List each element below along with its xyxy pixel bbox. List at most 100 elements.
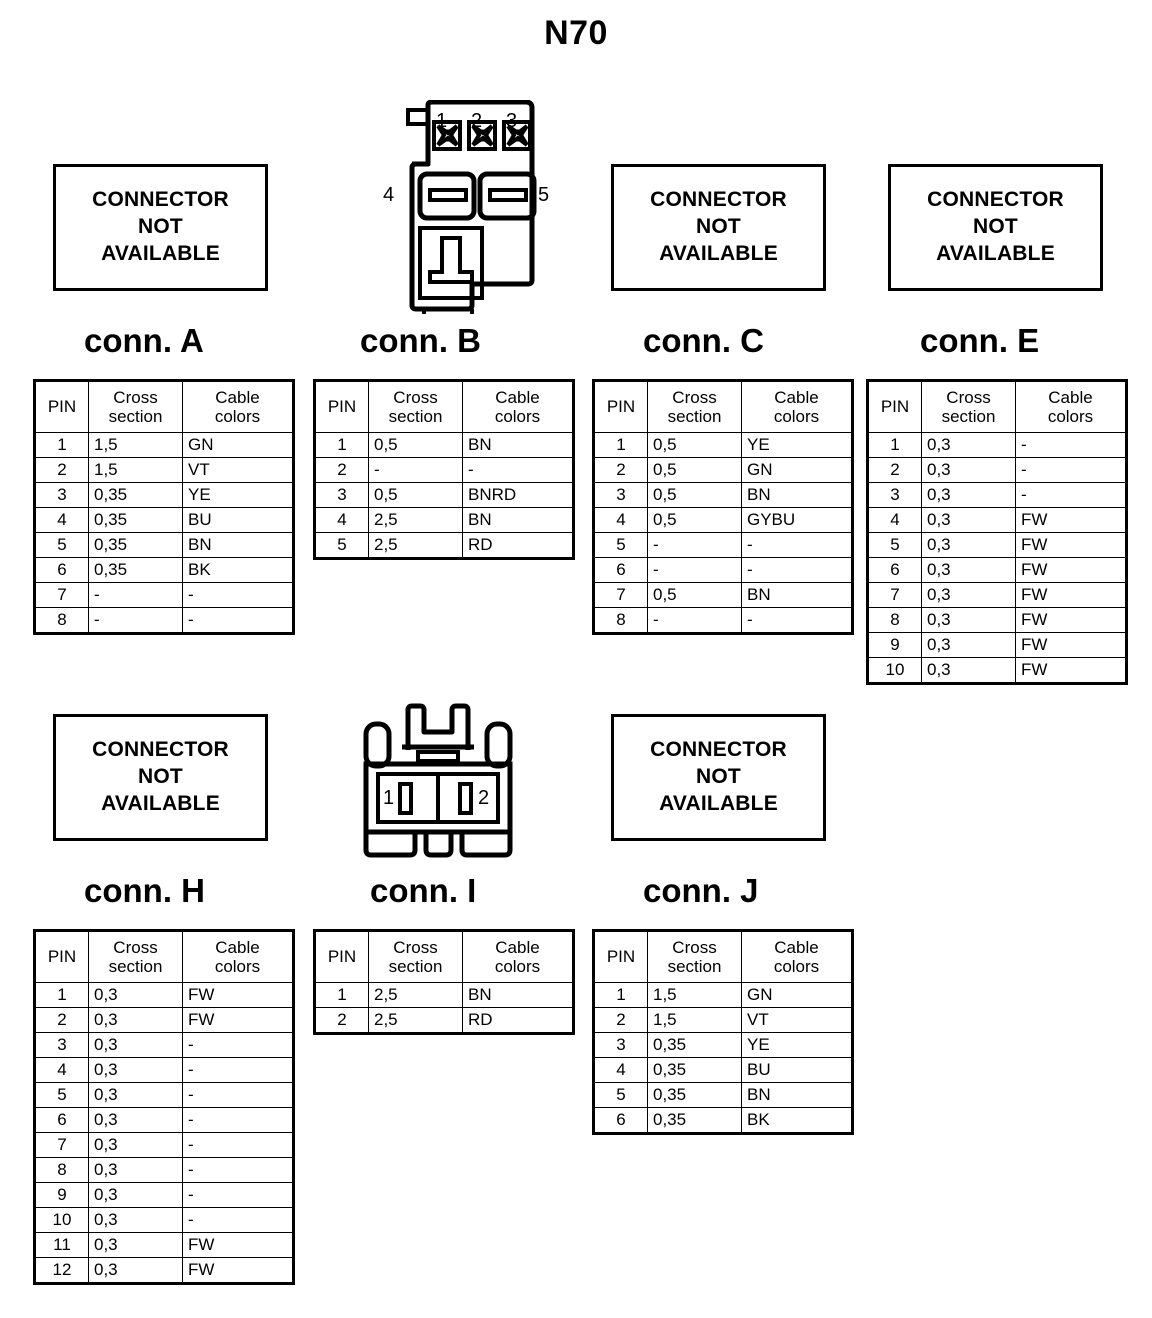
cell-cable-colors: - bbox=[1015, 432, 1127, 458]
cell-cable-colors: FW bbox=[1015, 657, 1127, 684]
cell-pin: 3 bbox=[34, 1032, 89, 1058]
cell-cable-colors: - bbox=[741, 557, 853, 583]
connector-not-available-box-j: CONNECTOR NOT AVAILABLE bbox=[611, 714, 826, 841]
cell-cross-section: 0,3 bbox=[88, 1157, 183, 1183]
cell-pin: 7 bbox=[34, 582, 89, 608]
table-row: 6-- bbox=[593, 557, 853, 583]
cell-cross-section: 0,3 bbox=[88, 1032, 183, 1058]
connector-b-pin-label-5: 5 bbox=[538, 184, 550, 206]
cna-line-2: NOT bbox=[696, 765, 741, 789]
cell-cross-section: 0,3 bbox=[921, 582, 1016, 608]
cell-cross-section: 0,3 bbox=[921, 482, 1016, 508]
cell-cross-section: 0,3 bbox=[921, 507, 1016, 533]
cell-cable-colors: BK bbox=[182, 557, 294, 583]
cell-cross-section: 0,3 bbox=[88, 1257, 183, 1284]
connector-drawing-i bbox=[352, 702, 524, 862]
cell-cable-colors: FW bbox=[1015, 557, 1127, 583]
cell-cable-colors: BN bbox=[462, 507, 574, 533]
cell-pin: 7 bbox=[867, 582, 922, 608]
table-row: 8-- bbox=[34, 607, 294, 634]
cell-pin: 1 bbox=[34, 432, 89, 458]
cell-pin: 5 bbox=[34, 532, 89, 558]
cell-pin: 8 bbox=[593, 607, 648, 634]
connector-b-svg bbox=[406, 100, 537, 314]
cell-pin: 2 bbox=[34, 457, 89, 483]
cell-cross-section: 0,3 bbox=[921, 532, 1016, 558]
cell-cross-section: 0,3 bbox=[921, 607, 1016, 633]
cell-cable-colors: FW bbox=[1015, 607, 1127, 633]
cell-cross-section: 0,3 bbox=[88, 1082, 183, 1108]
cell-cable-colors: FW bbox=[1015, 582, 1127, 608]
cell-cable-colors: - bbox=[182, 1082, 294, 1108]
cell-cross-section: 0,35 bbox=[647, 1107, 742, 1134]
cell-cable-colors: BNRD bbox=[462, 482, 574, 508]
cell-cross-section: 0,3 bbox=[88, 1232, 183, 1258]
connector-not-available-box-e: CONNECTOR NOT AVAILABLE bbox=[888, 164, 1103, 291]
cell-cross-section: - bbox=[88, 582, 183, 608]
cell-pin: 8 bbox=[867, 607, 922, 633]
cna-line-2: NOT bbox=[138, 215, 183, 239]
cell-cross-section: 0,5 bbox=[647, 507, 742, 533]
cna-line-1: CONNECTOR bbox=[927, 188, 1064, 212]
cell-pin: 11 bbox=[34, 1232, 89, 1258]
cell-pin: 4 bbox=[314, 507, 369, 533]
cell-cross-section: 0,3 bbox=[88, 1057, 183, 1083]
cell-cross-section: 0,35 bbox=[88, 532, 183, 558]
cell-pin: 9 bbox=[867, 632, 922, 658]
cell-pin: 6 bbox=[34, 557, 89, 583]
connector-b-pin-label-4: 4 bbox=[383, 184, 395, 206]
cell-cross-section: 2,5 bbox=[368, 532, 463, 559]
cna-line-1: CONNECTOR bbox=[92, 188, 229, 212]
cell-pin: 10 bbox=[867, 657, 922, 684]
cell-cable-colors: FW bbox=[182, 1232, 294, 1258]
cell-cable-colors: - bbox=[182, 1032, 294, 1058]
cell-cross-section: 0,3 bbox=[921, 657, 1016, 684]
cell-cross-section: 1,5 bbox=[647, 1007, 742, 1033]
cell-cable-colors: - bbox=[462, 457, 574, 483]
cell-cable-colors: - bbox=[182, 1107, 294, 1133]
cell-cable-colors: - bbox=[182, 582, 294, 608]
cell-pin: 1 bbox=[314, 982, 369, 1008]
cell-cable-colors: FW bbox=[182, 1257, 294, 1284]
connector-caption-j: conn. J bbox=[643, 872, 759, 909]
table-header-pin: PIN bbox=[593, 930, 648, 983]
table-header-pin: PIN bbox=[867, 380, 922, 433]
cell-cross-section: 0,5 bbox=[647, 582, 742, 608]
cell-cable-colors: BN bbox=[182, 532, 294, 558]
